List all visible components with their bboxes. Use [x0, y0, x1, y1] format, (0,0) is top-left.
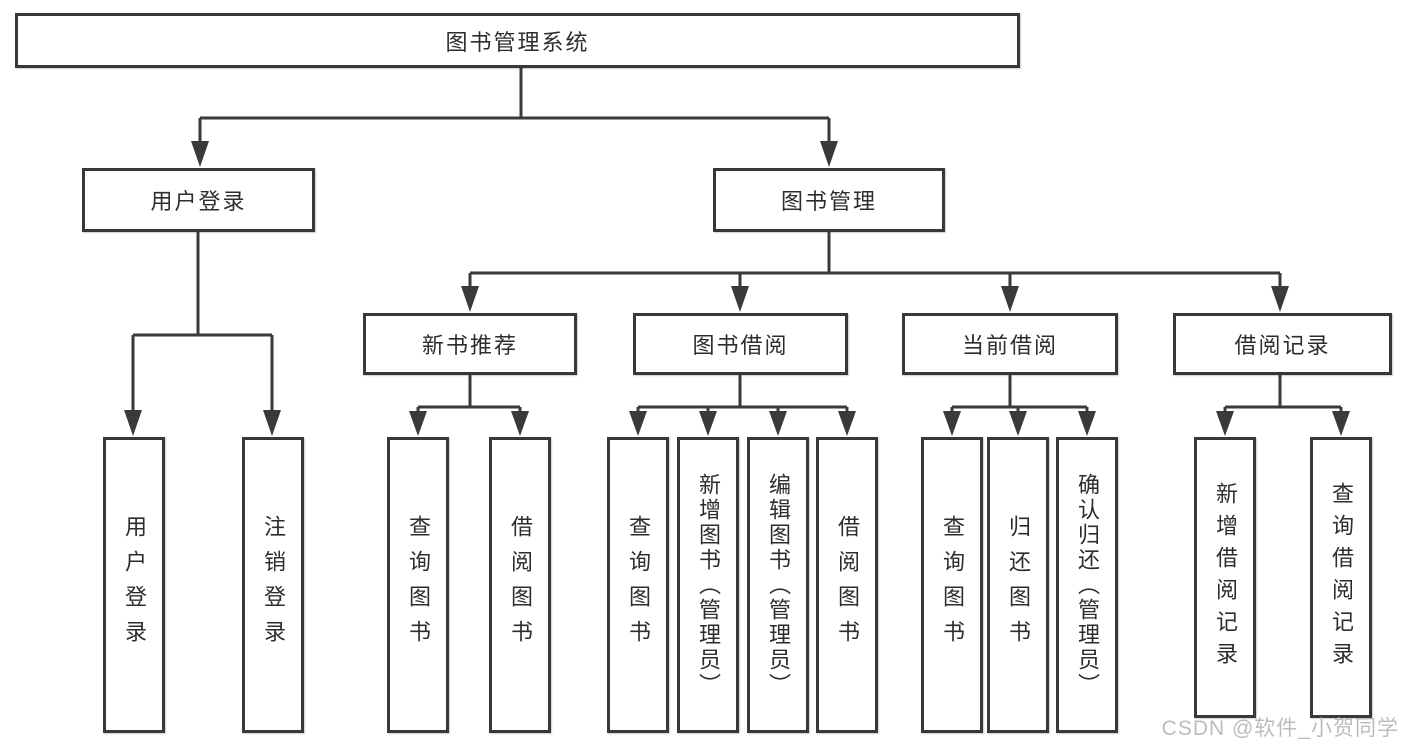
leaf-current-query-books: 查询图书 — [921, 437, 983, 733]
leaf-borrow-query-books: 查询图书 — [607, 437, 669, 733]
leaf-current-confirm-return-admin: 确认归还（管理员） — [1056, 437, 1118, 733]
node-current-borrow: 当前借阅 — [902, 313, 1118, 375]
leaf-borrow-edit-books-admin: 编辑图书（管理员） — [747, 437, 809, 733]
node-root-system: 图书管理系统 — [15, 13, 1020, 68]
leaf-user-login: 用户登录 — [103, 437, 165, 733]
connector-recommend-children — [409, 375, 529, 436]
connector-root-to-level2 — [191, 68, 838, 167]
node-borrow-records: 借阅记录 — [1173, 313, 1392, 375]
leaf-recommend-query-books: 查询图书 — [387, 437, 449, 733]
node-new-book-recommend: 新书推荐 — [363, 313, 577, 375]
leaf-current-return-books: 归还图书 — [987, 437, 1049, 733]
node-book-borrow: 图书借阅 — [633, 313, 848, 375]
leaf-borrow-add-books-admin: 新增图书（管理员） — [677, 437, 739, 733]
leaf-records-add-record: 新增借阅记录 — [1194, 437, 1256, 718]
leaf-recommend-borrow-books: 借阅图书 — [489, 437, 551, 733]
watermark: CSDN @软件_小贺同学 — [1161, 717, 1399, 740]
connector-user-login-children — [124, 232, 281, 436]
leaf-logout: 注销登录 — [242, 437, 304, 733]
leaf-records-query-record: 查询借阅记录 — [1310, 437, 1372, 718]
connector-records-children — [1216, 375, 1350, 436]
node-book-management: 图书管理 — [713, 168, 945, 232]
node-user-login: 用户登录 — [82, 168, 315, 232]
leaf-borrow-borrow-books: 借阅图书 — [816, 437, 878, 733]
connector-borrow-children — [629, 375, 856, 436]
connector-current-children — [943, 375, 1096, 436]
connector-management-sections — [461, 232, 1289, 312]
